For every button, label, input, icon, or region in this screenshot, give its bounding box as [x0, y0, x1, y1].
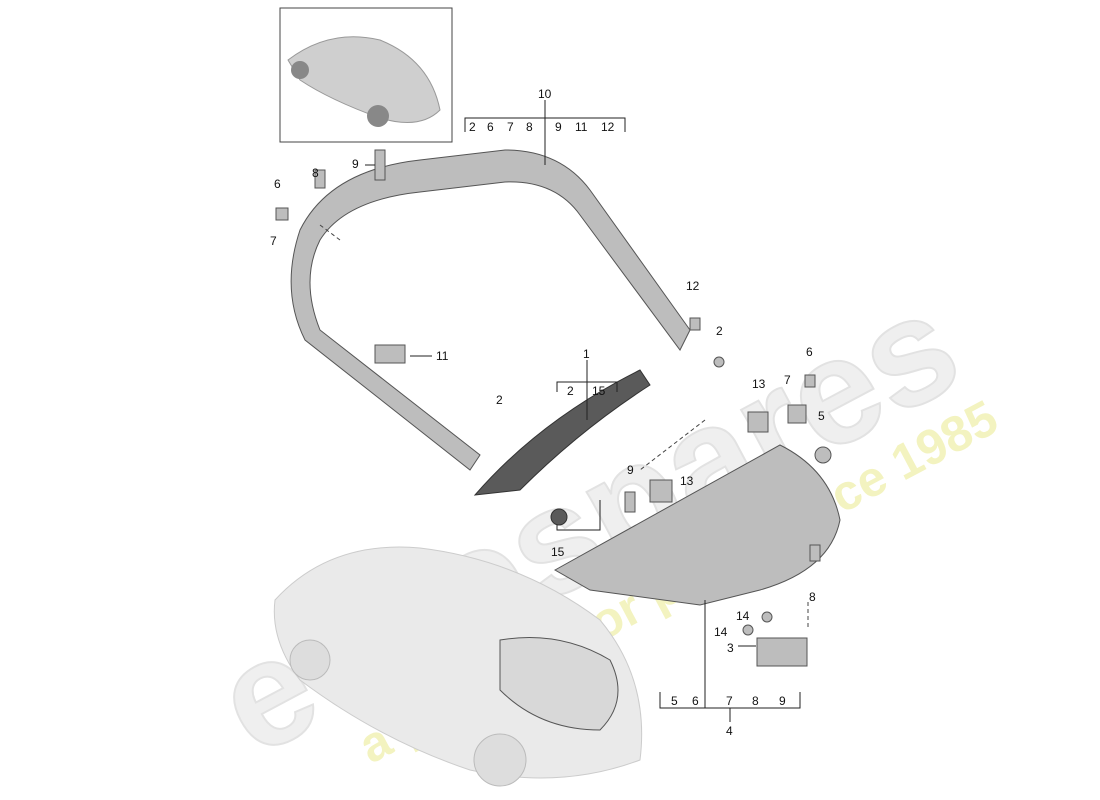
- callout-11: 11: [436, 349, 449, 363]
- callout-4-sub: 6: [692, 694, 699, 708]
- callout-10-sub: 12: [601, 120, 615, 134]
- callout-10-sub: 6: [487, 120, 494, 134]
- callout-14: 14: [714, 625, 728, 639]
- callout-4-sub: 9: [779, 694, 786, 708]
- vehicle-thumbnail: [279, 7, 453, 143]
- callout-8: 8: [809, 590, 816, 604]
- callout-5: 5: [818, 409, 825, 423]
- callout-7: 7: [784, 373, 791, 387]
- part-panel-4: [553, 444, 841, 606]
- callout-9: 9: [352, 157, 359, 171]
- vehicle-silhouette: [273, 546, 643, 787]
- callout-labels: 10 2 6 7 8 9 11 12 1 2 15 5 6 7 8 9 4 9 …: [270, 87, 825, 738]
- callout-4: 4: [726, 724, 733, 738]
- callout-1-sub: 2: [567, 384, 574, 398]
- callout-10: 10: [538, 87, 552, 101]
- callout-15: 15: [551, 545, 565, 559]
- callout-6: 6: [806, 345, 813, 359]
- callout-1-sub: 15: [592, 384, 606, 398]
- callout-10-sub: 7: [507, 120, 514, 134]
- callout-3: 3: [727, 641, 734, 655]
- callout-10-sub: 11: [575, 120, 588, 134]
- leader-lines: [365, 100, 801, 722]
- callout-4-sub: 8: [752, 694, 759, 708]
- callout-10-sub: 9: [555, 120, 562, 134]
- callout-1: 1: [583, 347, 590, 361]
- callout-14: 14: [736, 609, 750, 623]
- callout-4-sub: 7: [726, 694, 733, 708]
- callout-2: 2: [716, 324, 723, 338]
- small-parts: [275, 149, 832, 667]
- callout-4-sub: 5: [671, 694, 678, 708]
- callout-7: 7: [270, 234, 277, 248]
- callout-6: 6: [274, 177, 281, 191]
- callout-10-sub: 2: [469, 120, 476, 134]
- part-frame-10: [290, 149, 691, 471]
- callout-10-sub: 8: [526, 120, 533, 134]
- callout-8: 8: [312, 166, 319, 180]
- callout-12: 12: [686, 279, 700, 293]
- part-shelf-1: [473, 369, 651, 496]
- callout-9: 9: [627, 463, 634, 477]
- callout-13: 13: [752, 377, 766, 391]
- callout-13: 13: [680, 474, 694, 488]
- callout-2: 2: [496, 393, 503, 407]
